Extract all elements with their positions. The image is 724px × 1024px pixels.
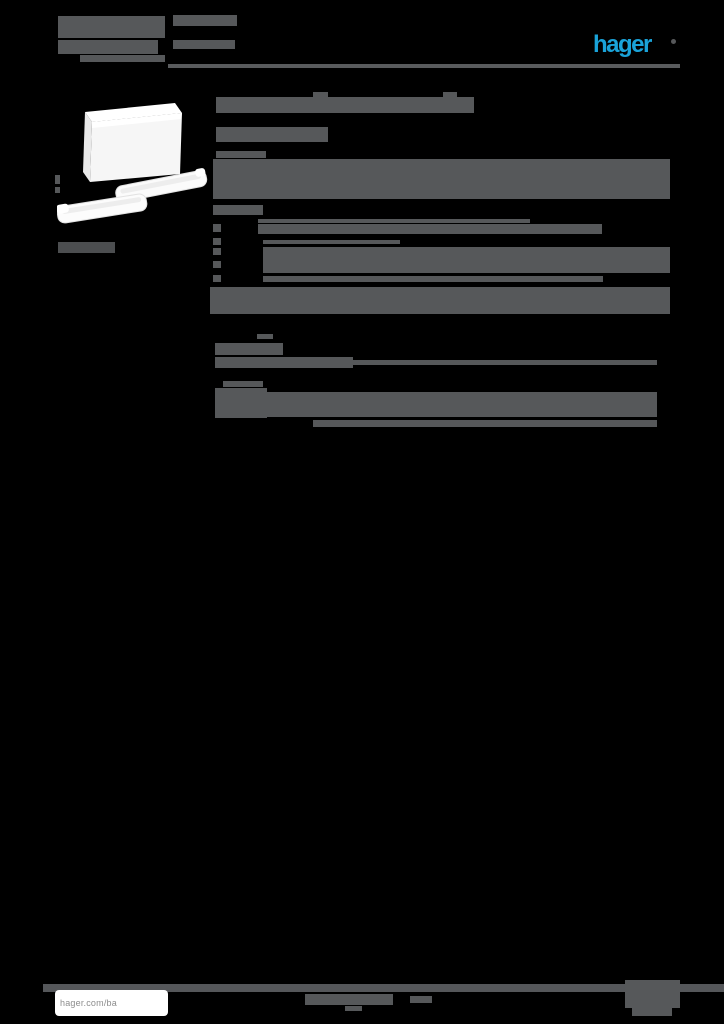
redacted-text-bar — [258, 224, 602, 234]
redacted-text-bar — [213, 275, 221, 282]
redacted-text-bar — [213, 159, 670, 199]
product-cover-plate — [83, 103, 182, 182]
redacted-text-bar — [58, 40, 158, 54]
redacted-text-bar — [55, 187, 60, 193]
redacted-text-bar — [263, 247, 670, 273]
redacted-text-bar — [215, 388, 267, 418]
redacted-text-bar — [213, 261, 221, 268]
redacted-text-bar — [263, 240, 400, 244]
redacted-text-bar — [632, 1008, 672, 1016]
redacted-text-bar — [216, 127, 328, 142]
redacted-text-bar — [410, 996, 432, 1003]
hager-logo: hager — [593, 31, 652, 58]
redacted-text-bar — [215, 343, 283, 355]
redacted-text-bar — [625, 980, 680, 1008]
redacted-text-bar — [345, 1006, 362, 1011]
footer-website-link[interactable]: hager.com/ba — [55, 990, 168, 1016]
redacted-text-bar — [80, 55, 165, 62]
redacted-text-bar — [173, 15, 237, 26]
redacted-text-bar — [443, 92, 457, 98]
registered-trademark-icon — [671, 39, 676, 44]
redacted-text-bar — [58, 242, 115, 253]
redacted-text-bar — [267, 392, 657, 417]
redacted-text-bar — [213, 248, 221, 255]
redacted-text-bar — [58, 16, 165, 38]
redacted-text-bar — [223, 381, 263, 387]
redacted-text-bar — [313, 92, 328, 98]
redacted-text-bar — [216, 151, 266, 158]
redacted-text-bar — [353, 360, 657, 365]
redacted-text-bar — [257, 334, 273, 339]
redacted-text-bar — [305, 994, 393, 1005]
redacted-text-bar — [213, 205, 263, 215]
redacted-text-bar — [263, 276, 603, 282]
redacted-text-bar — [213, 224, 221, 232]
product-rail-left — [57, 193, 148, 224]
product-photo-image — [57, 103, 208, 224]
redacted-text-bar — [215, 357, 353, 368]
redacted-text-bar — [55, 175, 60, 184]
header-divider — [168, 64, 680, 68]
redacted-text-bar — [210, 287, 670, 314]
redacted-text-bar — [173, 40, 235, 49]
redacted-text-bar — [216, 97, 474, 113]
redacted-text-bar — [213, 238, 221, 245]
redacted-text-bar — [258, 219, 530, 223]
redacted-text-bar — [43, 984, 724, 992]
redacted-text-bar — [313, 420, 657, 427]
